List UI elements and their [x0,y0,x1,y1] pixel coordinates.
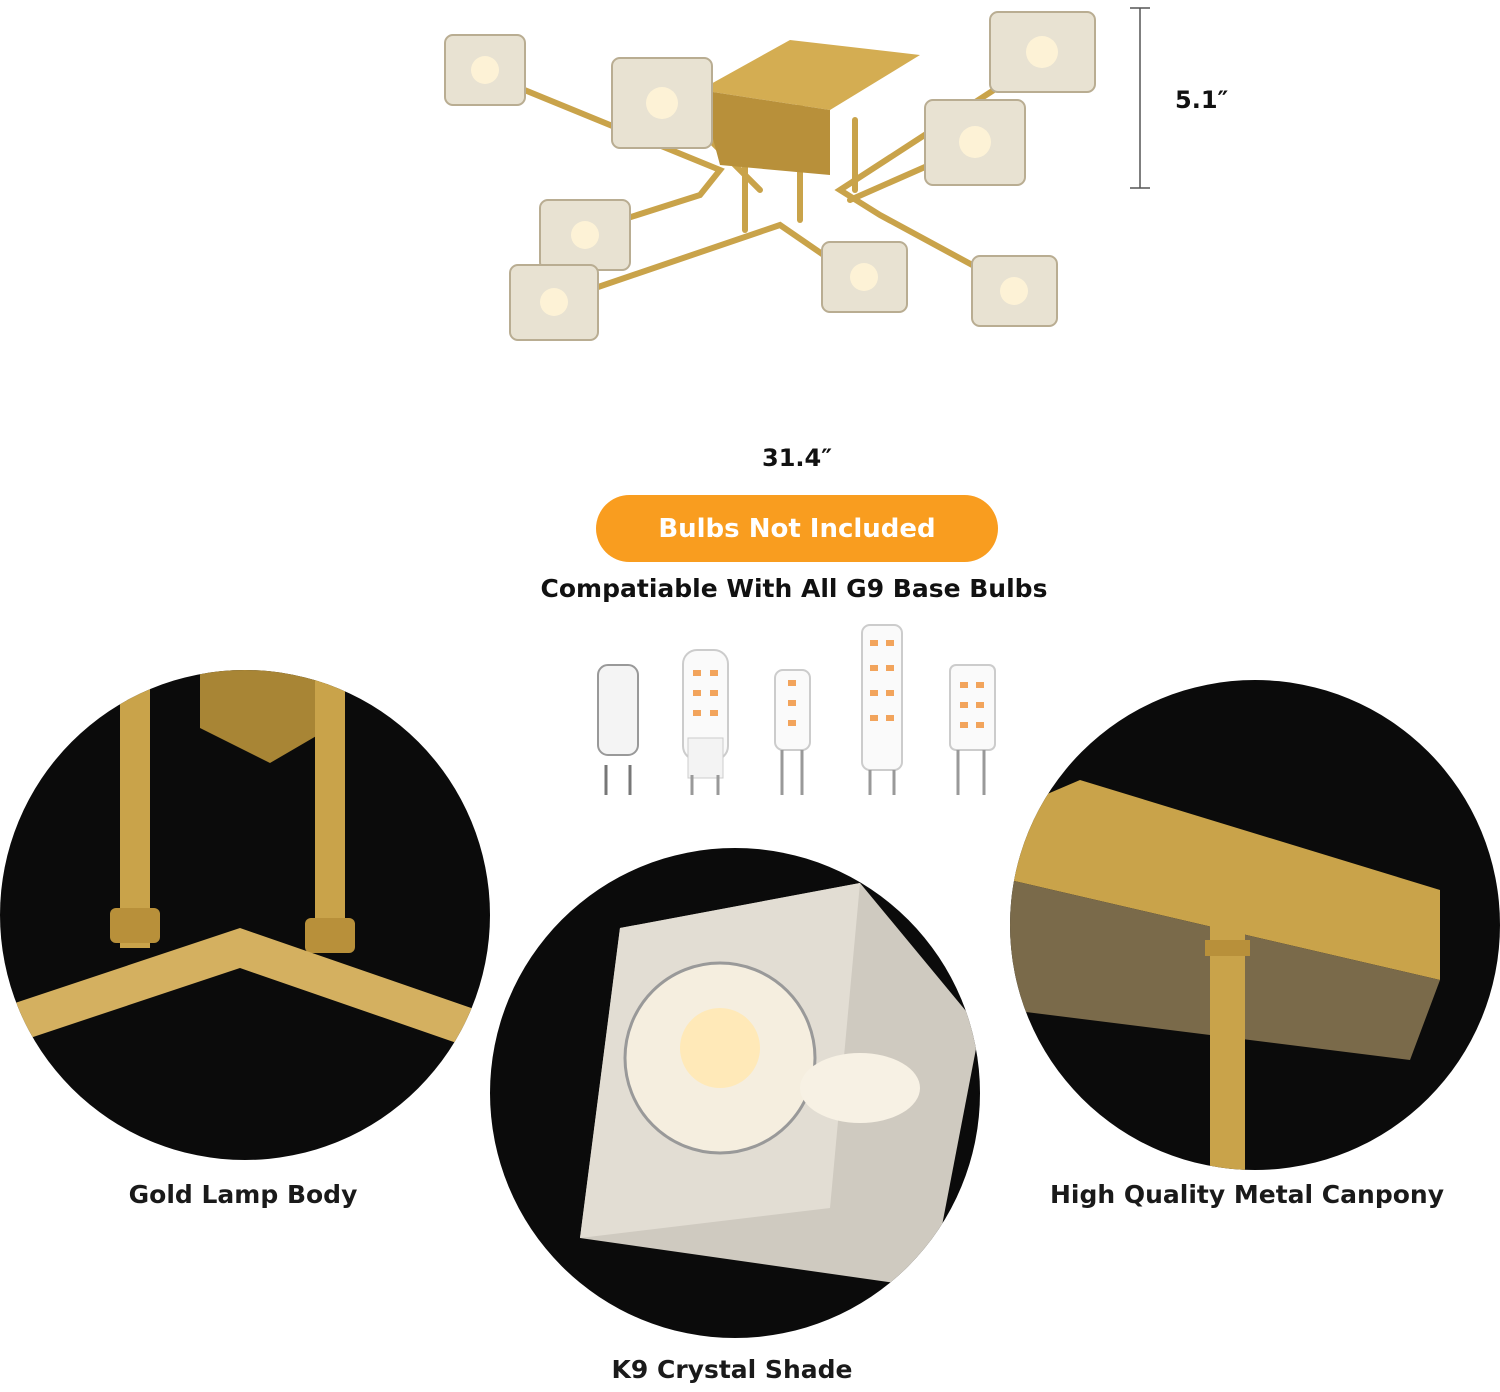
ceiling-lamp-image [444,7,1150,341]
compatibility-text: Compatiable With All G9 Base Bulbs [540,574,1048,603]
led-g9-bulb-icon [861,624,903,795]
width-dimension: 31.4″ [762,444,832,472]
k9-crystal-shade-image [490,848,980,1338]
gold-lamp-body-image [0,670,490,1160]
bulbs-not-included-badge: Bulbs Not Included [596,495,998,562]
detail-label-metal-canopy: High Quality Metal Canpony [1049,1180,1444,1209]
metal-canopy-image [1010,680,1500,1170]
led-g9-bulb-icon [949,664,996,795]
bulbs-row [597,624,996,795]
detail-label-gold-lamp-body: Gold Lamp Body [128,1180,358,1209]
badge-label: Bulbs Not Included [658,513,936,544]
halogen-g9-bulb-icon [597,664,639,795]
height-dimension: 5.1″ [1175,86,1229,114]
led-g9-bulb-icon [774,669,811,795]
detail-label-k9-crystal-shade: K9 Crystal Shade [611,1355,853,1384]
led-g9-bulb-icon [682,649,729,795]
